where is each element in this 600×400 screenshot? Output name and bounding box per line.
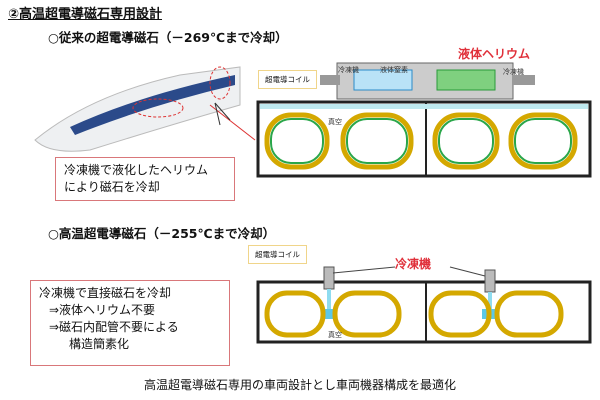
note-line: により磁石を冷却 (64, 180, 160, 194)
caption: 高温超電導磁石専用の車両設計とし車両機器構成を最適化 (143, 378, 456, 392)
note-line: ⇒磁石内配管不要による (49, 320, 179, 334)
page-title: ②高温超電導磁石専用設計 (8, 7, 163, 22)
fridge-label: 冷凍機 (395, 257, 432, 271)
coil-label: 超電導コイル (258, 70, 317, 89)
fridge-label: 冷凍機 (338, 66, 359, 74)
hts-magnet-diagram (256, 266, 592, 344)
note-line: 構造簡素化 (69, 337, 130, 351)
conventional-magnet-diagram (256, 62, 592, 178)
helium-label: 液体ヘリウム (458, 47, 531, 61)
nitrogen-label: 液体窒素 (380, 66, 408, 74)
vacuum-label: 真空 (328, 331, 342, 339)
coil-label: 超電導コイル (248, 245, 307, 264)
section1-heading: ○従来の超電導磁石（－269℃まで冷却） (48, 30, 288, 45)
note-line: 冷凍機で液化したヘリウム (64, 163, 209, 177)
fridge-label: 冷凍機 (503, 68, 524, 76)
note-line: ⇒液体ヘリウム不要 (49, 303, 156, 317)
section2-note: 冷凍機で直接磁石を冷却 ⇒液体ヘリウム不要 ⇒磁石内配管不要による 構造簡素化 (30, 280, 230, 366)
section2-heading: ○高温超電導磁石（－255℃まで冷却） (48, 226, 276, 241)
section1-note: 冷凍機で液化したヘリウム により磁石を冷却 (55, 157, 235, 201)
note-line: 冷凍機で直接磁石を冷却 (39, 286, 172, 300)
vacuum-label: 真空 (328, 118, 342, 126)
maglev-train-image (34, 66, 256, 152)
